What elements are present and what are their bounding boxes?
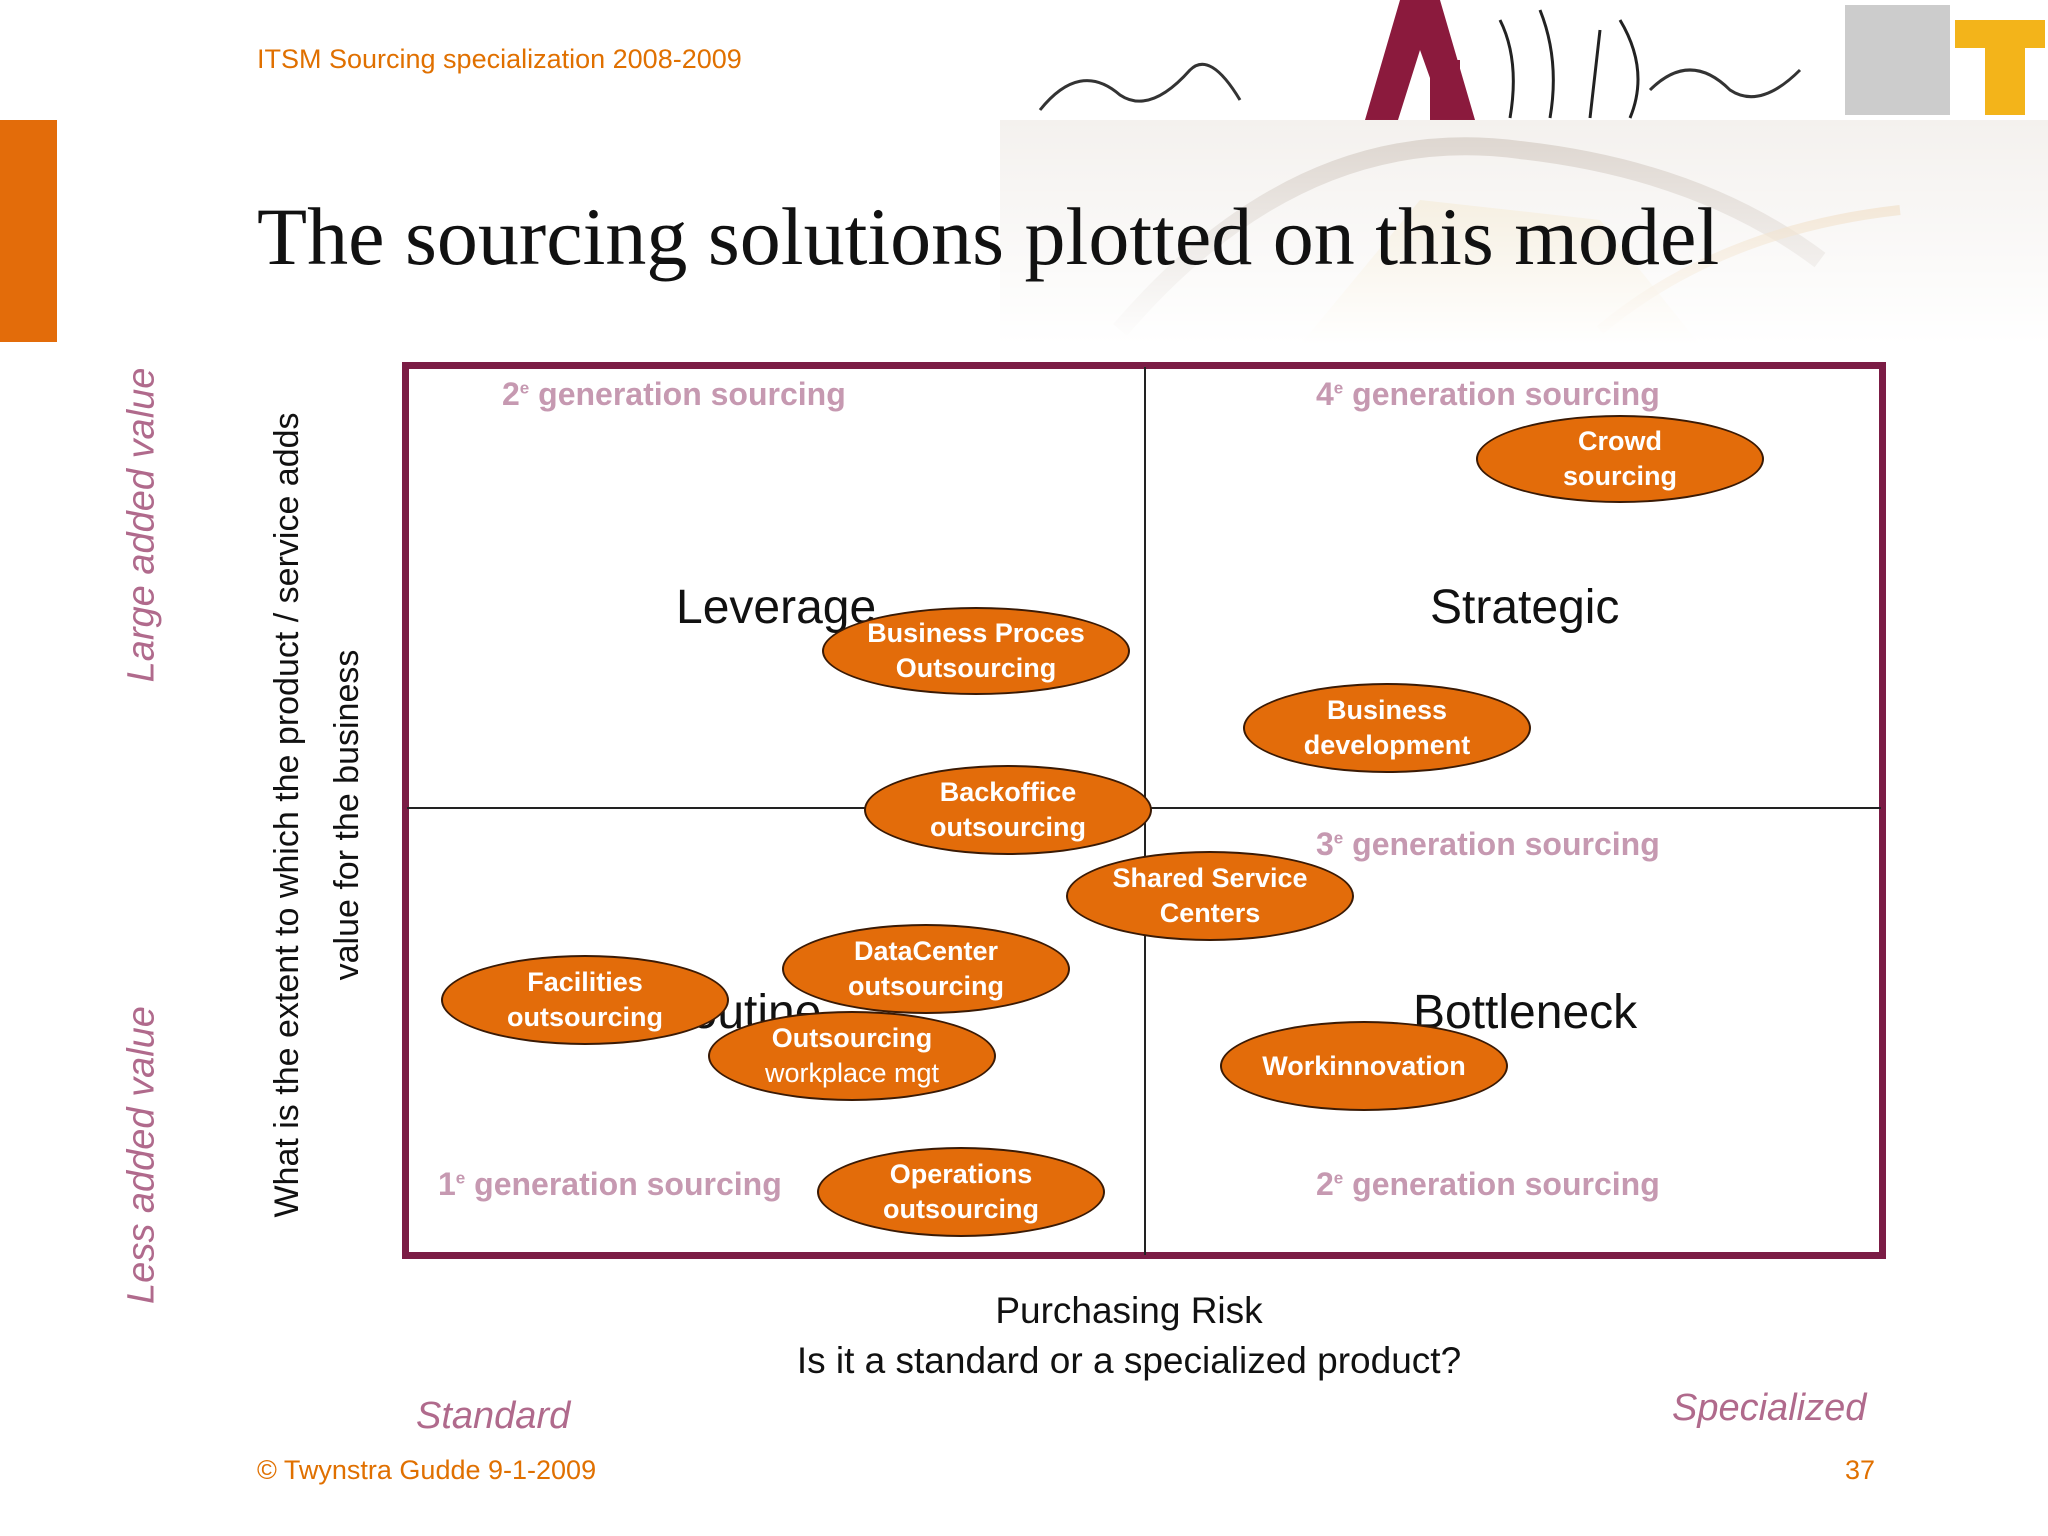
ellipse-outsourcing-workplace-mgt: Outsourcing workplace mgt (708, 1011, 996, 1101)
sourcing-matrix (402, 362, 1886, 1259)
course-header: ITSM Sourcing specialization 2008-2009 (257, 44, 742, 74)
gen-label-bottom-left: 1e generation sourcing (438, 1166, 782, 1202)
x-high-label: Specialized (1672, 1387, 1867, 1429)
ellipse-shared-service-centers: Shared Service Centers (1066, 851, 1354, 941)
y-axis-title-line1: What is the extent to which the product … (268, 412, 306, 1218)
page-number: 37 (1845, 1455, 1876, 1485)
ellipse-backoffice-outsourcing: Backoffice outsourcing (864, 765, 1152, 855)
sketch-illustration (1000, 0, 2048, 345)
gen-label-mid-right: 3e generation sourcing (1316, 826, 1660, 862)
slide-title: The sourcing solutions plotted on this m… (257, 191, 1720, 282)
y-axis-title-line2: value for the business (328, 649, 366, 981)
x-axis-subtitle: Is it a standard or a specialized produc… (796, 1340, 1462, 1381)
ellipse-business-development: Business development (1243, 683, 1531, 773)
ellipse-operations-outsourcing: Operations outsourcing (817, 1147, 1105, 1237)
quadrant-leverage: Leverage (676, 581, 877, 634)
ellipse-facilities-outsourcing: Facilities outsourcing (441, 955, 729, 1045)
footer-copyright: © Twynstra Gudde 9-1-2009 (257, 1455, 597, 1485)
x-low-label: Standard (416, 1395, 571, 1437)
accent-bar (0, 120, 57, 342)
ellipse-business-process-outsourcing: Business Proces Outsourcing (822, 607, 1130, 695)
ellipse-crowd-sourcing: Crowd sourcing (1476, 415, 1764, 503)
ellipse-workinnovation: Workinnovation (1220, 1021, 1508, 1111)
quadrant-strategic: Strategic (1430, 581, 1620, 634)
y-high-label: Large added value (120, 367, 163, 683)
gen-label-bottom-right: 2e generation sourcing (1316, 1166, 1660, 1202)
x-axis-title: Purchasing Risk (995, 1290, 1263, 1331)
gen-label-top-right: 4e generation sourcing (1316, 376, 1660, 412)
y-low-label: Less added value (120, 1006, 163, 1304)
gen-label-top-left: 2e generation sourcing (502, 376, 846, 412)
y-axis-title: What is the extent to which the product … (257, 325, 377, 1305)
ellipse-datacenter-outsourcing: DataCenter outsourcing (782, 924, 1070, 1014)
